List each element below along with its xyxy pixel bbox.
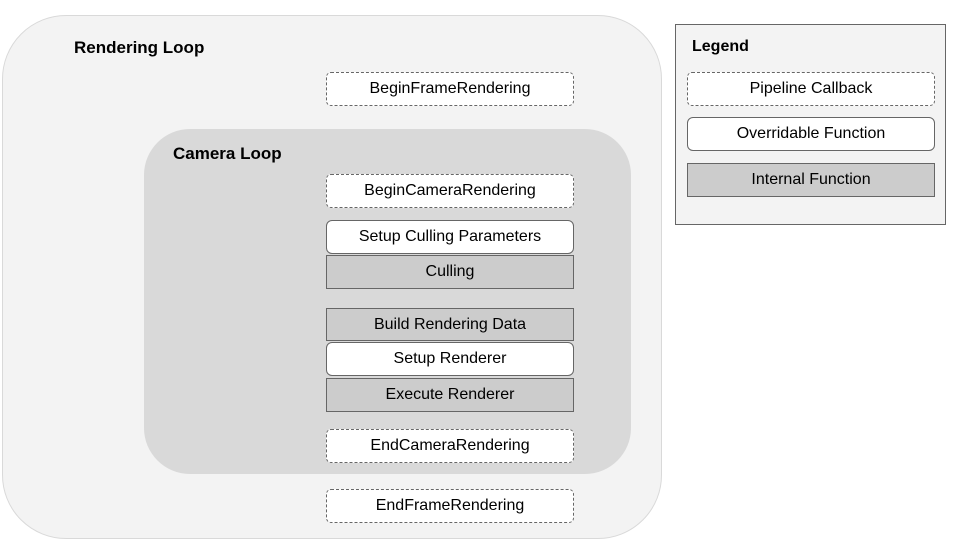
end-frame-rendering-box: EndFrameRendering bbox=[326, 489, 574, 523]
build-rendering-data-box: Build Rendering Data bbox=[326, 308, 574, 341]
rendering-loop-title: Rendering Loop bbox=[74, 38, 205, 57]
legend-pipeline-callback: Pipeline Callback bbox=[687, 72, 935, 106]
legend-overridable-function: Overridable Function bbox=[687, 117, 935, 151]
setup-renderer-box: Setup Renderer bbox=[326, 342, 574, 376]
begin-camera-rendering-box: BeginCameraRendering bbox=[326, 174, 574, 208]
legend-internal-function: Internal Function bbox=[687, 163, 935, 197]
end-camera-rendering-box: EndCameraRendering bbox=[326, 429, 574, 463]
camera-loop-title: Camera Loop bbox=[173, 144, 282, 163]
culling-box: Culling bbox=[326, 255, 574, 289]
setup-culling-parameters-box: Setup Culling Parameters bbox=[326, 220, 574, 254]
begin-frame-rendering-box: BeginFrameRendering bbox=[326, 72, 574, 106]
legend-title: Legend bbox=[692, 38, 749, 55]
execute-renderer-box: Execute Renderer bbox=[326, 378, 574, 412]
